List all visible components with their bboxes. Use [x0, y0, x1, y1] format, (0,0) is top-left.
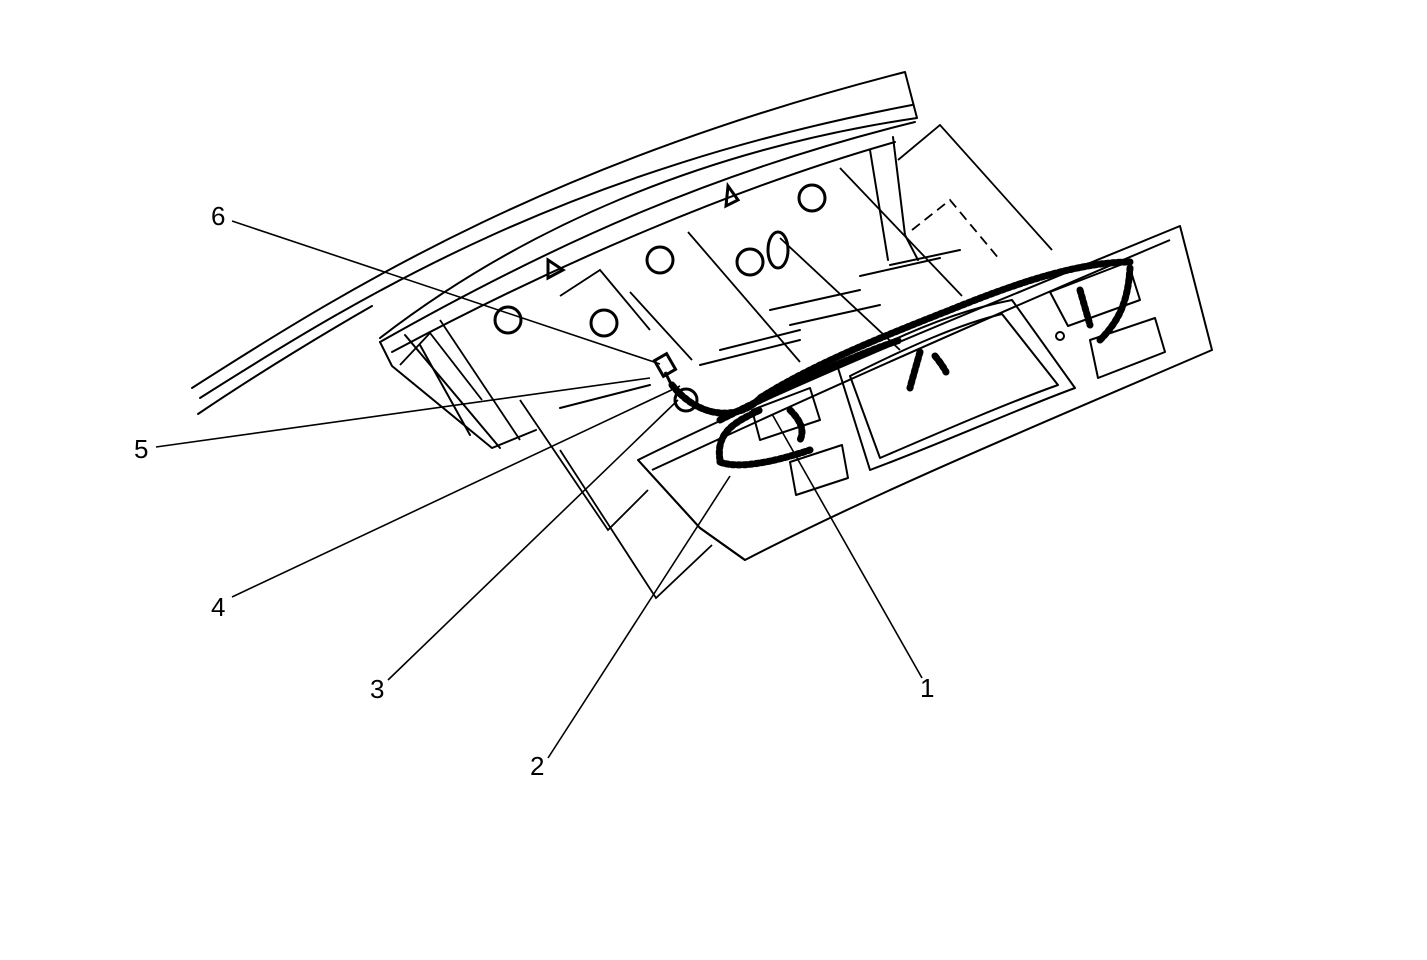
connector-icon — [673, 387, 699, 413]
clip-icon — [493, 305, 523, 335]
callout-label-2: 2 — [530, 751, 544, 781]
retainer-clips — [493, 181, 827, 338]
callout-labels: 6 5 4 3 2 1 — [134, 201, 934, 781]
connector-plug-icon — [652, 351, 678, 379]
callout-label-4: 4 — [211, 592, 225, 622]
callout-label-1: 1 — [920, 673, 934, 703]
harness-connector — [652, 351, 699, 413]
callout-label-5: 5 — [134, 434, 148, 464]
clip-icon — [735, 247, 765, 277]
clip-icon — [589, 308, 619, 338]
clip-icon — [797, 183, 827, 213]
callout-label-3: 3 — [370, 674, 384, 704]
exploded-view-guide-lines — [399, 123, 1053, 600]
roof-panel-outline — [191, 71, 961, 449]
leader-lines — [155, 220, 923, 759]
clip-icon — [766, 230, 790, 270]
wiring-harness — [668, 258, 1134, 469]
clip-icon — [645, 245, 675, 275]
callout-label-6: 6 — [211, 201, 225, 231]
